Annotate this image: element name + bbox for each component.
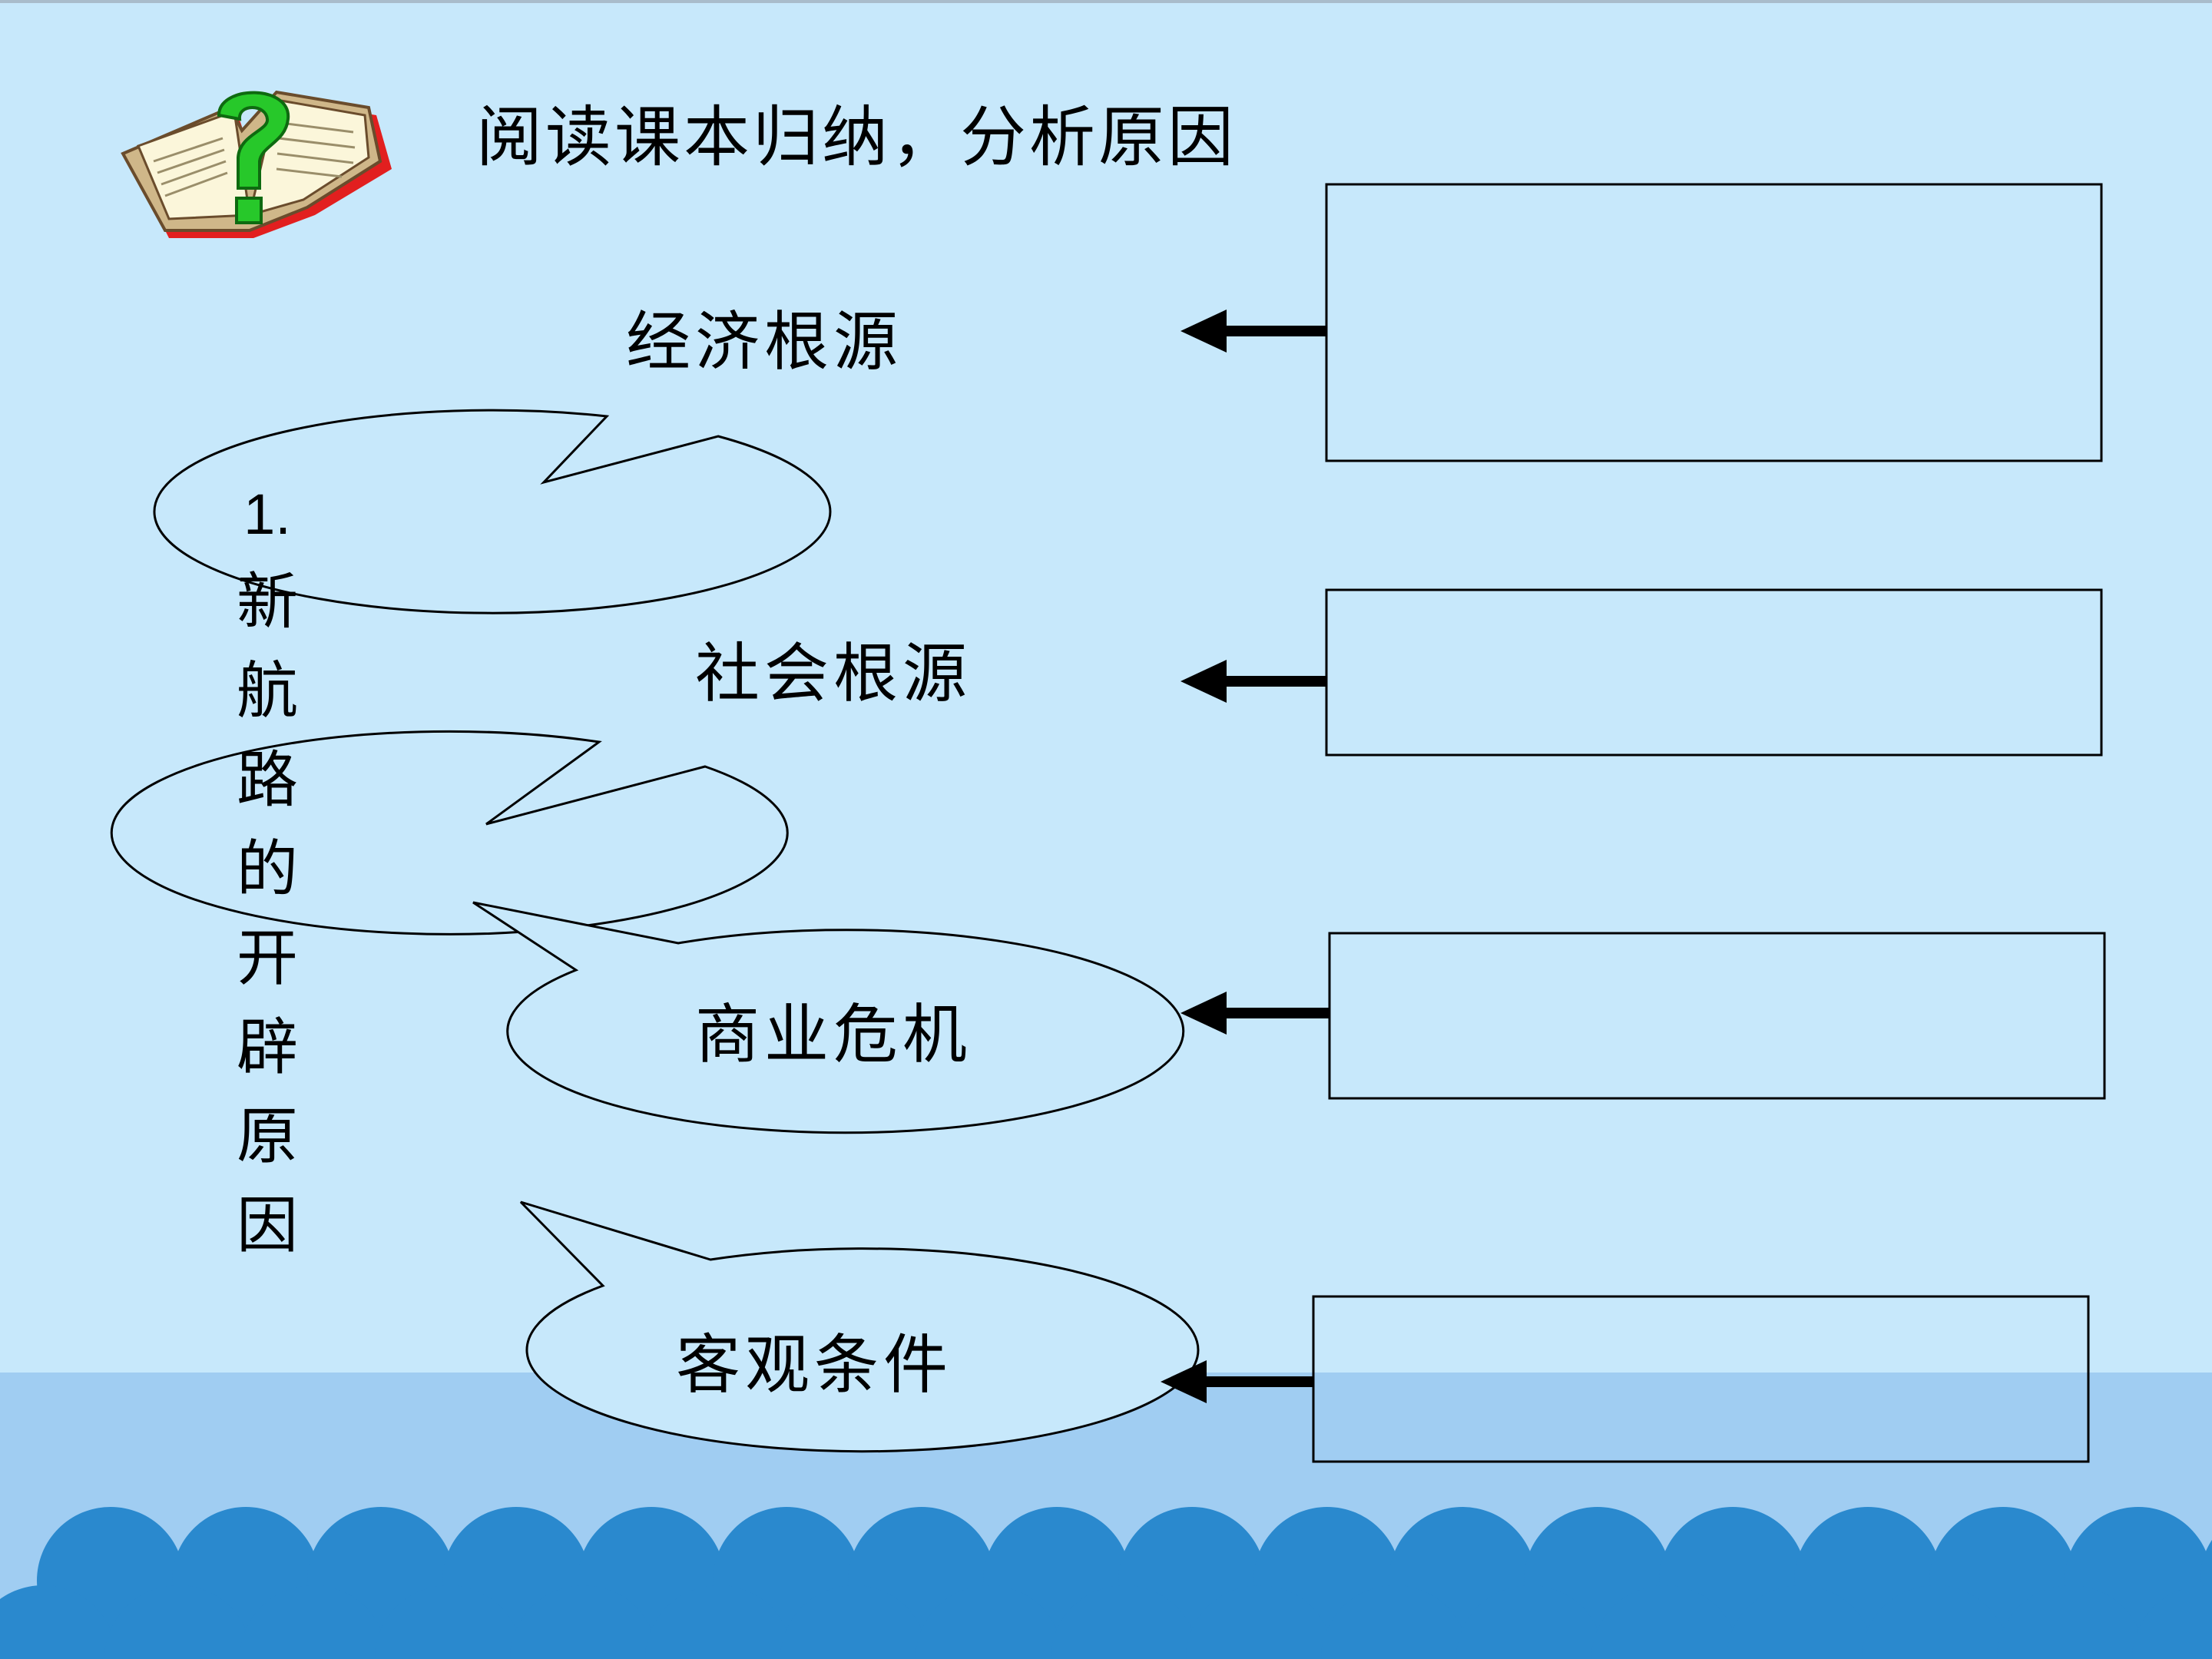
arrow-icon-3	[1161, 1360, 1313, 1403]
top-border	[0, 0, 2212, 3]
arrow-icon-0	[1181, 310, 1326, 353]
speech-bubble-2	[472, 901, 1185, 1134]
side-title-text: 新航路的开辟原因	[237, 566, 298, 1261]
side-title: 1. 新航路的开辟原因	[227, 476, 307, 1270]
side-title-number: 1.	[243, 482, 291, 546]
answer-box-2[interactable]	[1328, 932, 2106, 1100]
speech-bubble-0	[153, 409, 832, 614]
book-question-icon	[121, 90, 392, 238]
speech-bubble-3	[519, 1200, 1200, 1453]
arrow-icon-2	[1181, 992, 1330, 1035]
arrow-icon-1	[1181, 660, 1326, 703]
answer-box-1[interactable]	[1325, 588, 2103, 757]
answer-box-0[interactable]	[1325, 183, 2103, 462]
speech-bubble-1	[110, 730, 789, 935]
bubble-label-social-root: 社会根源	[695, 636, 972, 711]
prompt-heading: 阅读课本归纳，分析原因	[476, 99, 1237, 176]
wave-decoration	[0, 1507, 2212, 1659]
bubble-label-commercial-crisis: 商业危机	[695, 997, 972, 1072]
bubble-label-objective-conditions: 客观条件	[676, 1327, 953, 1402]
bubble-label-economic-root: 经济根源	[626, 304, 903, 379]
